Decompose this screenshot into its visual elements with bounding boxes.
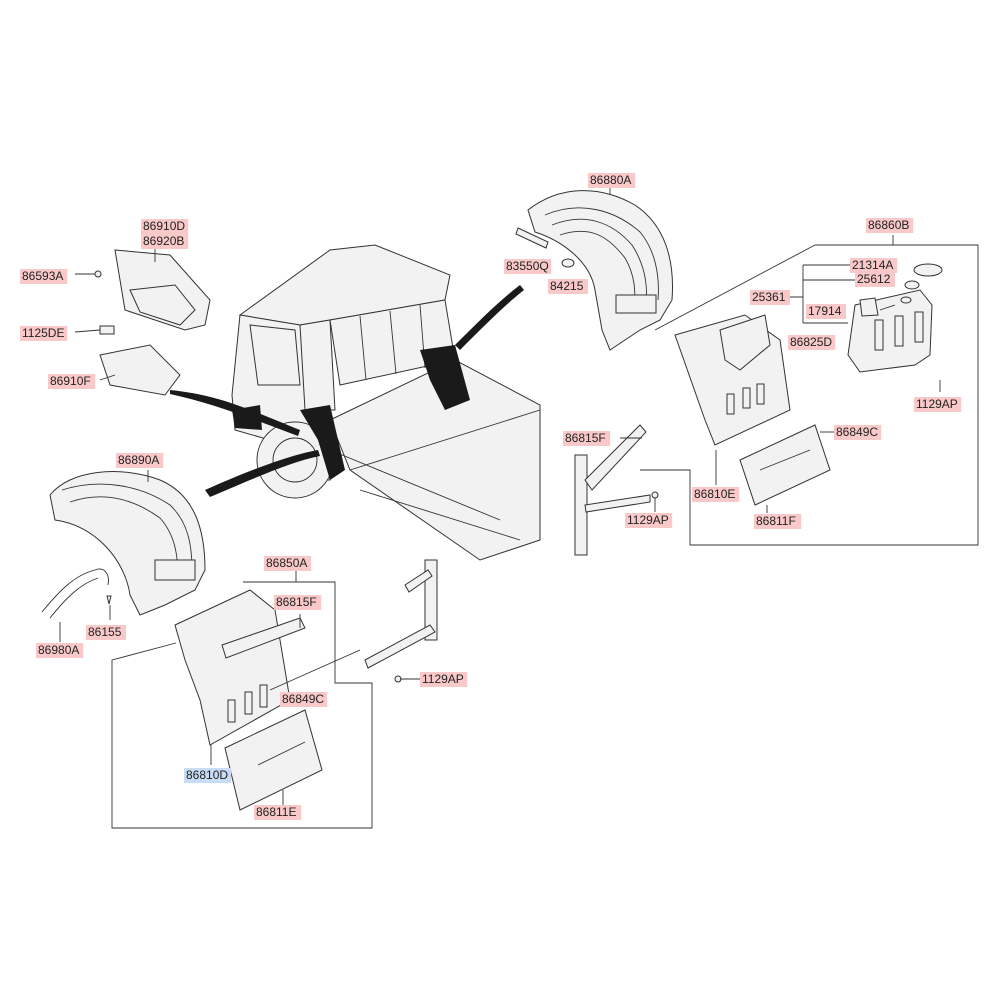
part-label-bg xyxy=(750,290,790,305)
part-label-text: 86810D xyxy=(186,768,228,782)
part-label-text: 86825D xyxy=(790,335,832,349)
part-label-86825d[interactable]: 86825D xyxy=(788,335,836,350)
part-label-bg xyxy=(692,487,740,502)
right-mud-guard-assembly-box xyxy=(574,235,979,556)
part-label-86155[interactable]: 86155 xyxy=(86,625,126,640)
part-label-text: 86980A xyxy=(38,643,79,657)
part-label-86880a[interactable]: 86880A xyxy=(588,173,636,188)
part-label-text: 86910D xyxy=(143,219,185,233)
part-label-text: 1129AP xyxy=(916,397,958,411)
part-label-text: 83550Q xyxy=(506,259,549,273)
part-label-86910f[interactable]: 86910F xyxy=(48,374,96,389)
part-label-bg xyxy=(588,173,636,188)
part-label-bg xyxy=(548,279,588,294)
part-label-bg xyxy=(36,643,84,658)
part-label-text: 1125DE xyxy=(22,326,64,340)
part-label-bg xyxy=(184,768,232,783)
part-label-bg xyxy=(254,805,302,820)
part-label-text: 84215 xyxy=(550,279,584,293)
part-label-86593a[interactable]: 86593A xyxy=(20,269,68,284)
part-label-text: 25612 xyxy=(857,272,891,286)
part-label-bg xyxy=(850,258,898,273)
part-label-text: 86920B xyxy=(143,234,184,248)
part-label-bg xyxy=(866,218,914,233)
part-label-84215[interactable]: 84215 xyxy=(548,279,588,294)
part-label-86811e[interactable]: 86811E xyxy=(254,805,302,820)
part-label-21314a[interactable]: 21314A xyxy=(850,258,898,273)
part-label-text: 86593A xyxy=(22,269,63,283)
part-label-text: 17914 xyxy=(808,304,842,318)
part-label-83550q[interactable]: 83550Q xyxy=(504,259,552,274)
part-label-text: 86810E xyxy=(694,487,735,501)
part-label-86850a[interactable]: 86850A xyxy=(264,556,312,571)
part-label-bg xyxy=(20,269,68,284)
part-label-86811f[interactable]: 86811F xyxy=(754,514,802,529)
part-label-text: 86849C xyxy=(836,425,878,439)
part-label-bg xyxy=(141,219,189,234)
part-label-17914[interactable]: 17914 xyxy=(806,304,846,319)
part-label-1125de[interactable]: 1125DE xyxy=(20,326,68,341)
part-label-bg xyxy=(280,692,328,707)
part-label-text: 1129AP xyxy=(422,672,464,686)
part-label-bg xyxy=(274,595,322,610)
rear-mud-guard-bracket-group xyxy=(74,242,211,396)
part-label-86810e[interactable]: 86810E xyxy=(692,487,740,502)
part-label-25612[interactable]: 25612 xyxy=(855,272,895,287)
part-label-bg xyxy=(264,556,312,571)
part-label-86815f[interactable]: 86815F xyxy=(563,431,611,446)
part-label-text: 1129AP xyxy=(627,513,669,527)
part-label-bg xyxy=(563,431,611,446)
rear-wheel-guard-liner-right xyxy=(515,183,673,351)
part-label-text: 86910F xyxy=(50,374,91,388)
part-label-bg xyxy=(834,425,882,440)
rear-wheel-guard-liner-left xyxy=(41,470,206,642)
part-label-bg xyxy=(141,234,189,249)
part-label-bg xyxy=(914,397,962,412)
part-label-bg xyxy=(504,259,552,274)
part-label-86890a[interactable]: 86890A xyxy=(116,453,164,468)
part-label-text: 86815F xyxy=(565,431,606,445)
part-label-bg xyxy=(116,453,164,468)
part-label-86980a[interactable]: 86980A xyxy=(36,643,84,658)
truck-illustration xyxy=(170,244,541,561)
part-label-86920b[interactable]: 86920B xyxy=(141,234,189,249)
part-label-86860b[interactable]: 86860B xyxy=(866,218,914,233)
part-label-text: 86850A xyxy=(266,556,307,570)
part-label-bg xyxy=(625,513,673,528)
part-label-text: 86880A xyxy=(590,173,631,187)
part-label-text: 86815F xyxy=(276,595,317,609)
left-mud-guard-assembly-box xyxy=(111,559,438,829)
part-label-bg xyxy=(754,514,802,529)
part-label-1129ap[interactable]: 1129AP xyxy=(625,513,673,528)
part-label-bg xyxy=(420,672,468,687)
part-label-text: 21314A xyxy=(852,258,893,272)
part-label-text: 25361 xyxy=(752,290,786,304)
part-label-text: 86849C xyxy=(282,692,324,706)
part-label-text: 86860B xyxy=(868,218,909,232)
part-label-text: 86811E xyxy=(256,805,296,819)
part-label-25361[interactable]: 25361 xyxy=(750,290,790,305)
part-label-text: 86890A xyxy=(118,453,159,467)
part-label-86849c[interactable]: 86849C xyxy=(280,692,328,707)
part-label-86815f[interactable]: 86815F xyxy=(274,595,322,610)
part-label-bg xyxy=(806,304,846,319)
part-label-bg xyxy=(48,374,96,389)
part-label-text: 86811F xyxy=(756,514,796,528)
part-label-1129ap[interactable]: 1129AP xyxy=(420,672,468,687)
part-label-text: 86155 xyxy=(88,625,122,639)
part-label-86810d[interactable]: 86810D xyxy=(184,768,232,783)
part-label-86849c[interactable]: 86849C xyxy=(834,425,882,440)
part-label-1129ap[interactable]: 1129AP xyxy=(914,397,962,412)
part-label-bg xyxy=(20,326,68,341)
part-label-86910d[interactable]: 86910D xyxy=(141,219,189,234)
part-label-bg xyxy=(86,625,126,640)
part-label-bg xyxy=(855,272,895,287)
part-label-bg xyxy=(788,335,836,350)
